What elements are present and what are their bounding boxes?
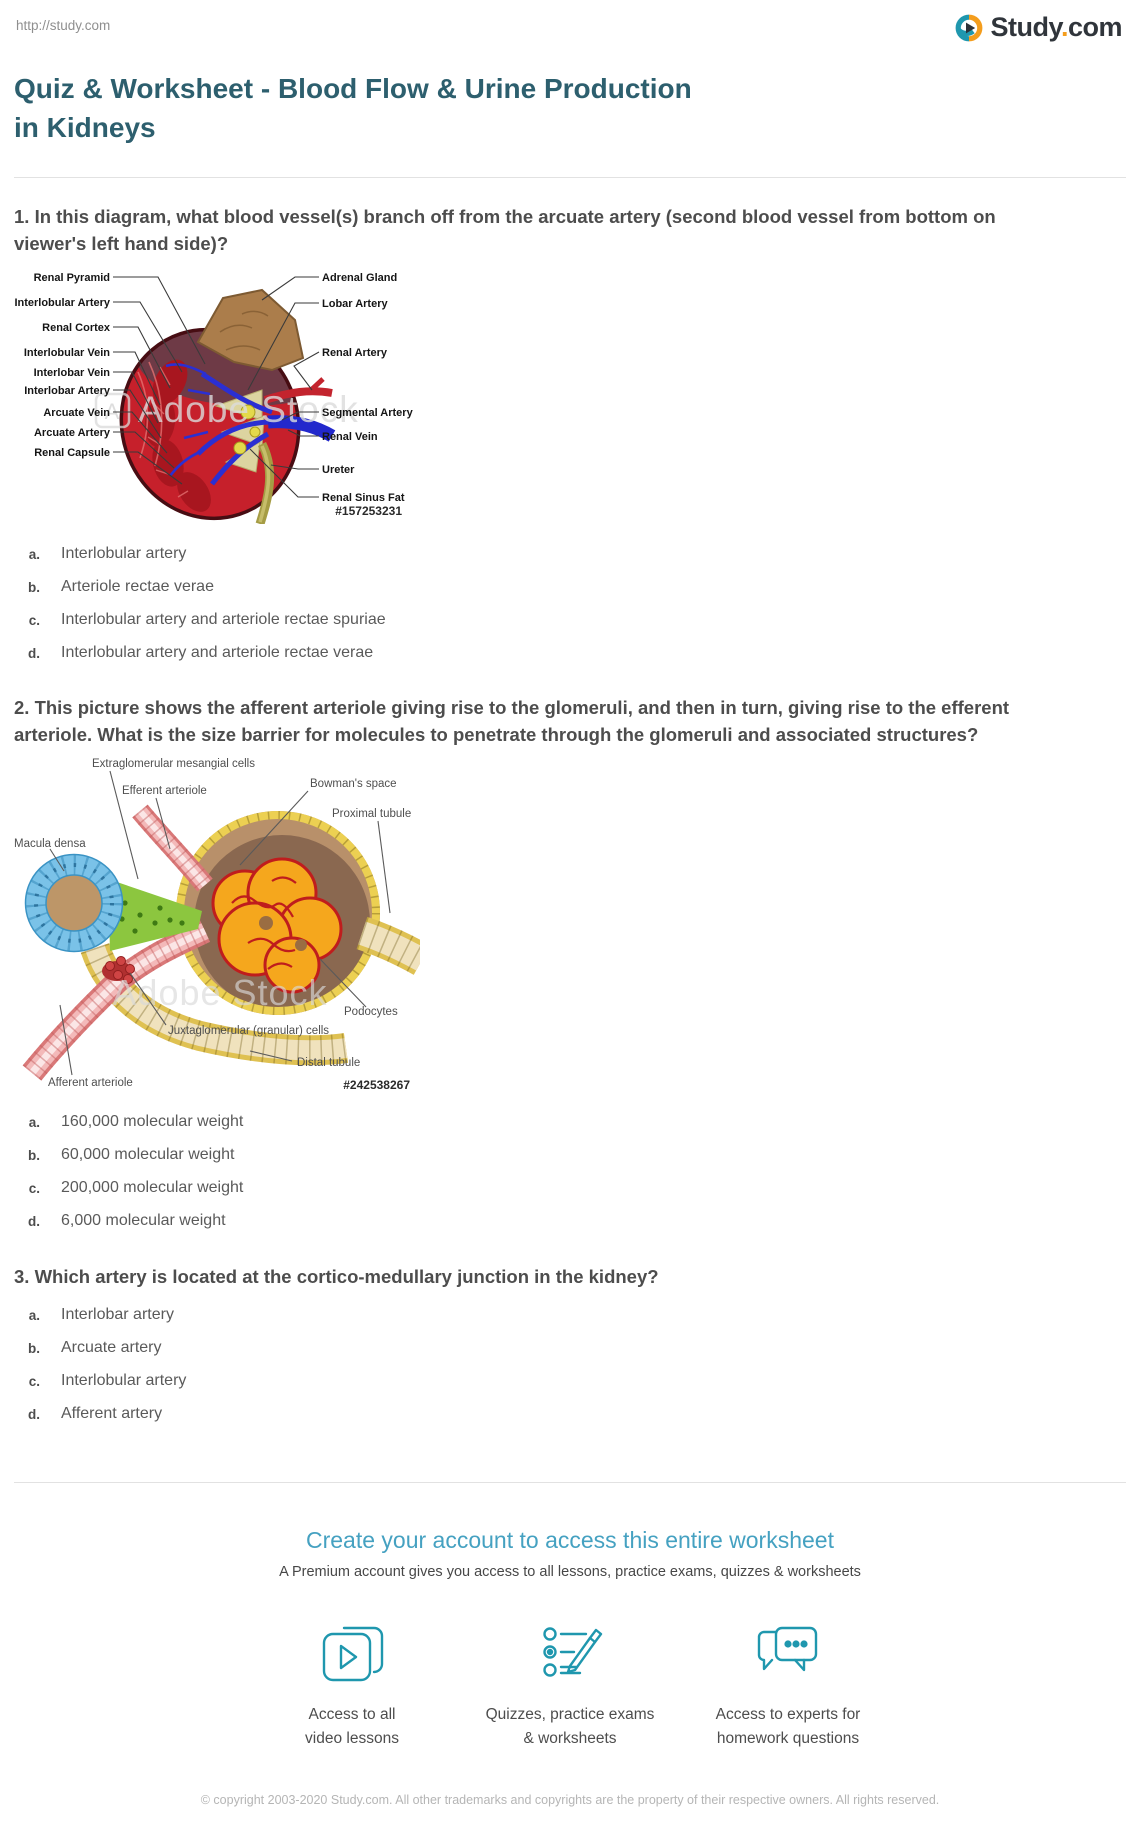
efferent-arteriole: [132, 804, 213, 892]
feature-label: Access to all video lessons: [305, 1706, 399, 1747]
figure-label: Bowman's space: [310, 778, 397, 790]
option-a[interactable]: a.160,000 molecular weight: [28, 1113, 244, 1131]
figure-label: Afferent arteriole: [48, 1077, 133, 1089]
macula-densa-ring: [24, 853, 124, 952]
cta-section: Create your account to access this entir…: [0, 1483, 1140, 1811]
glomerulus-capillaries: [231, 876, 297, 970]
svg-text:A: A: [105, 399, 120, 424]
figure-label: Interlobar Vein: [34, 367, 111, 379]
figure-label: Renal Cortex: [42, 322, 111, 334]
figure-label: Arcuate Artery: [34, 427, 111, 439]
kidney-diagram: A Adobe Stock: [14, 272, 414, 532]
figure-label: Proximal tubule: [332, 808, 411, 820]
figure-label: Efferent arteriole: [122, 785, 207, 797]
question-3-options: a.Interlobar artery b.Arcuate artery c.I…: [0, 1298, 1140, 1430]
page-title: Quiz & Worksheet - Blood Flow & Urine Pr…: [14, 73, 692, 144]
feature-video-lessons: Access to all video lessons: [257, 1622, 447, 1750]
figure-label: Segmental Artery: [322, 407, 414, 419]
option-c[interactable]: c.200,000 molecular weight: [28, 1179, 244, 1197]
question-1: 1. In this diagram, what blood vessel(s)…: [0, 204, 1140, 669]
page-url: http://study.com: [16, 18, 111, 33]
page-header: http://study.com Study.com: [0, 0, 1140, 43]
glomerulus-diagram-labels: Extraglomerular mesangial cells Efferent…: [14, 758, 411, 1092]
option-d[interactable]: d.Afferent artery: [28, 1404, 163, 1422]
kidney-diagram-labels: Renal Pyramid Interlobular Artery Renal …: [14, 272, 413, 518]
feature-label: Access to experts for homework questions: [715, 1706, 861, 1747]
option-a[interactable]: a.Interlobular artery: [28, 544, 187, 562]
adobe-stock-watermark: Adobe Stock: [112, 972, 327, 1013]
top-divider: [14, 177, 1126, 179]
option-a[interactable]: a.Interlobar artery: [28, 1305, 174, 1323]
option-d[interactable]: d.Interlobular artery and arteriole rect…: [28, 643, 374, 661]
figure-label: Interlobar Artery: [24, 385, 111, 397]
option-d[interactable]: d.6,000 molecular weight: [28, 1212, 226, 1230]
figure-label: Renal Vein: [322, 431, 378, 443]
stock-id: #157253231: [335, 504, 402, 518]
question-2-options: a.160,000 molecular weight b.60,000 mole…: [0, 1106, 1140, 1238]
option-b[interactable]: b.Arcuate artery: [28, 1338, 162, 1356]
bottom-divider: [14, 1482, 1126, 1484]
question-3-text: 3. Which artery is located at the cortic…: [14, 1265, 659, 1287]
leader-lines: [49, 770, 391, 1075]
cta-subheading: A Premium account gives you access to al…: [279, 1564, 861, 1581]
question-2: 2. This picture shows the afferent arter…: [0, 695, 1140, 1238]
figure-label: Podocytes: [344, 1006, 398, 1018]
feature-experts: Access to experts for homework questions: [693, 1622, 883, 1750]
afferent-arteriole: [22, 919, 211, 1081]
figure-label: Interlobular Vein: [24, 347, 110, 359]
option-b[interactable]: b.Arteriole rectae verae: [28, 577, 214, 595]
adobe-stock-watermark: A Adobe Stock: [94, 389, 359, 430]
adrenal-gland: [196, 288, 305, 372]
option-c[interactable]: c.Interlobular artery and arteriole rect…: [28, 610, 386, 628]
question-1-text: 1. In this diagram, what blood vessel(s)…: [14, 206, 996, 255]
figure-label: Adrenal Gland: [322, 272, 397, 284]
question-1-options: a.Interlobular artery b.Arteriole rectae…: [0, 537, 1140, 669]
extraglomerular-mesangial-cells: [108, 878, 202, 951]
svg-text:Adobe Stock: Adobe Stock: [138, 389, 359, 430]
feature-list: Access to all video lessons Quizzes, pra…: [0, 1622, 1140, 1750]
video-play-icon: [322, 1627, 384, 1682]
juxtaglomerular-cells: [102, 955, 135, 984]
figure-label: Lobar Artery: [322, 298, 388, 310]
option-b[interactable]: b.60,000 molecular weight: [28, 1146, 235, 1164]
figure-label: Juxtaglomerular (granular) cells: [168, 1025, 329, 1037]
figure-label: Renal Capsule: [34, 447, 110, 459]
copyright-text: © copyright 2003-2020 Study.com. All oth…: [200, 1792, 940, 1807]
stock-id: #242538267: [343, 1078, 410, 1092]
studycom-logo-text: Study.com: [990, 12, 1122, 42]
studycom-logo-icon: [956, 14, 983, 41]
hilum-vessels: [255, 377, 336, 526]
glomerulus-gap: [259, 915, 273, 930]
figure-label: Ureter: [322, 464, 355, 476]
figure-label: Renal Pyramid: [34, 272, 110, 284]
studycom-logo[interactable]: Study.com: [955, 12, 1123, 43]
cta-heading: Create your account to access this entir…: [306, 1527, 834, 1554]
leader-lines: [113, 276, 320, 498]
question-3: 3. Which artery is located at the cortic…: [0, 1264, 1140, 1431]
chat-bubbles-icon: [757, 1627, 818, 1672]
figure-label: Interlobular Artery: [14, 297, 110, 309]
figure-label: Renal Artery: [322, 347, 388, 359]
figure-label: Distal tubule: [297, 1057, 360, 1069]
glomerulus-diagram: Adobe Stock Extraglomerular mesangial ce…: [14, 758, 431, 1092]
kidney-diagram-figure: A Adobe Stock: [10, 262, 1140, 532]
figure-label: Extraglomerular mesangial cells: [92, 758, 255, 770]
figure-label: Macula densa: [14, 838, 86, 850]
feature-label: Quizzes, practice exams & worksheets: [485, 1706, 655, 1747]
question-2-text: 2. This picture shows the afferent arter…: [14, 697, 1010, 745]
quiz-pencil-icon: [543, 1627, 603, 1678]
option-c[interactable]: c.Interlobular artery: [28, 1371, 187, 1389]
glomerulus-gap: [295, 938, 307, 951]
feature-quizzes: Quizzes, practice exams & worksheets: [475, 1622, 665, 1750]
glomerulus-diagram-figure: Adobe Stock Extraglomerular mesangial ce…: [10, 753, 1140, 1098]
figure-label: Renal Sinus Fat: [322, 492, 405, 504]
proximal-tubule: [356, 916, 431, 975]
glomerulus: [211, 857, 343, 994]
figure-label: Arcuate Vein: [43, 407, 110, 419]
